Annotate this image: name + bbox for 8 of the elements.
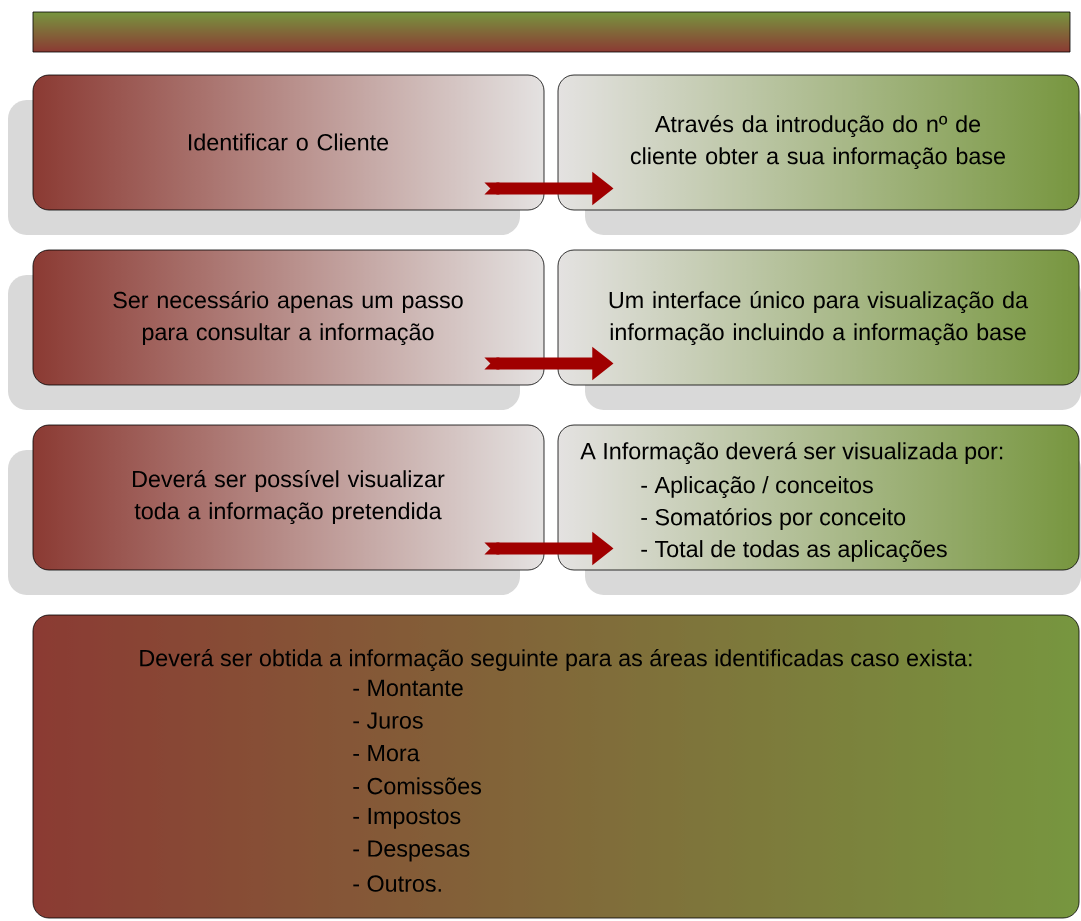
header-bar [32, 11, 1071, 53]
process-box: Deverá ser obtida a informação seguinte para as áreas identificadas caso exista: - Montante - Juros - Mora - Comissões - Impostos - Despesas - Outros. [32, 614, 1080, 919]
process-box: A Informação deverá ser visualizada por: - Aplicação / conceitos - Somatórios por conceito - Total de todas as aplicações [557, 424, 1080, 571]
process-box: Um interface único para visualização da informação incluindo a informação base [557, 249, 1080, 386]
process-box: Deverá ser possível visualizar toda a informação pretendida [32, 424, 545, 571]
process-box: Identificar o Cliente [32, 74, 545, 211]
process-box: Ser necessário apenas um passo para consultar a informação [32, 249, 545, 386]
process-box: Através da introdução do nº de cliente obter a sua informação base [557, 74, 1080, 211]
